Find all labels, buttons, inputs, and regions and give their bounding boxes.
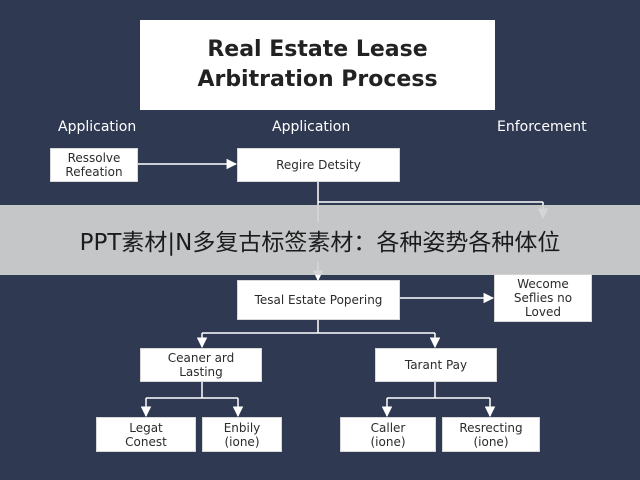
node-cleaner: Ceaner ard Lasting	[140, 348, 262, 382]
node-welcome: Wecome Seflies no Loved	[494, 274, 592, 322]
heading-application-middle: Application	[272, 119, 351, 135]
node-regire: Regire Detsity	[237, 148, 400, 182]
node-tesal: Tesal Estate Popering	[237, 280, 400, 320]
node-caller: Caller (ione)	[340, 417, 436, 452]
watermark-banner: PPT素材|N多复古标签素材：各种姿势各种体位	[0, 205, 640, 275]
heading-application-left: Application	[58, 119, 137, 135]
heading-enforcement: Enforcement	[497, 119, 587, 135]
node-tarant: Tarant Pay	[375, 348, 497, 382]
node-enbily: Enbily (ione)	[202, 417, 282, 452]
diagram-title: Real Estate Lease Arbitration Process	[140, 20, 495, 110]
node-resrecting: Resrecting (ione)	[442, 417, 540, 452]
node-legat: Legat Conest	[96, 417, 196, 452]
node-resolve: Ressolve Refeation	[50, 148, 138, 182]
